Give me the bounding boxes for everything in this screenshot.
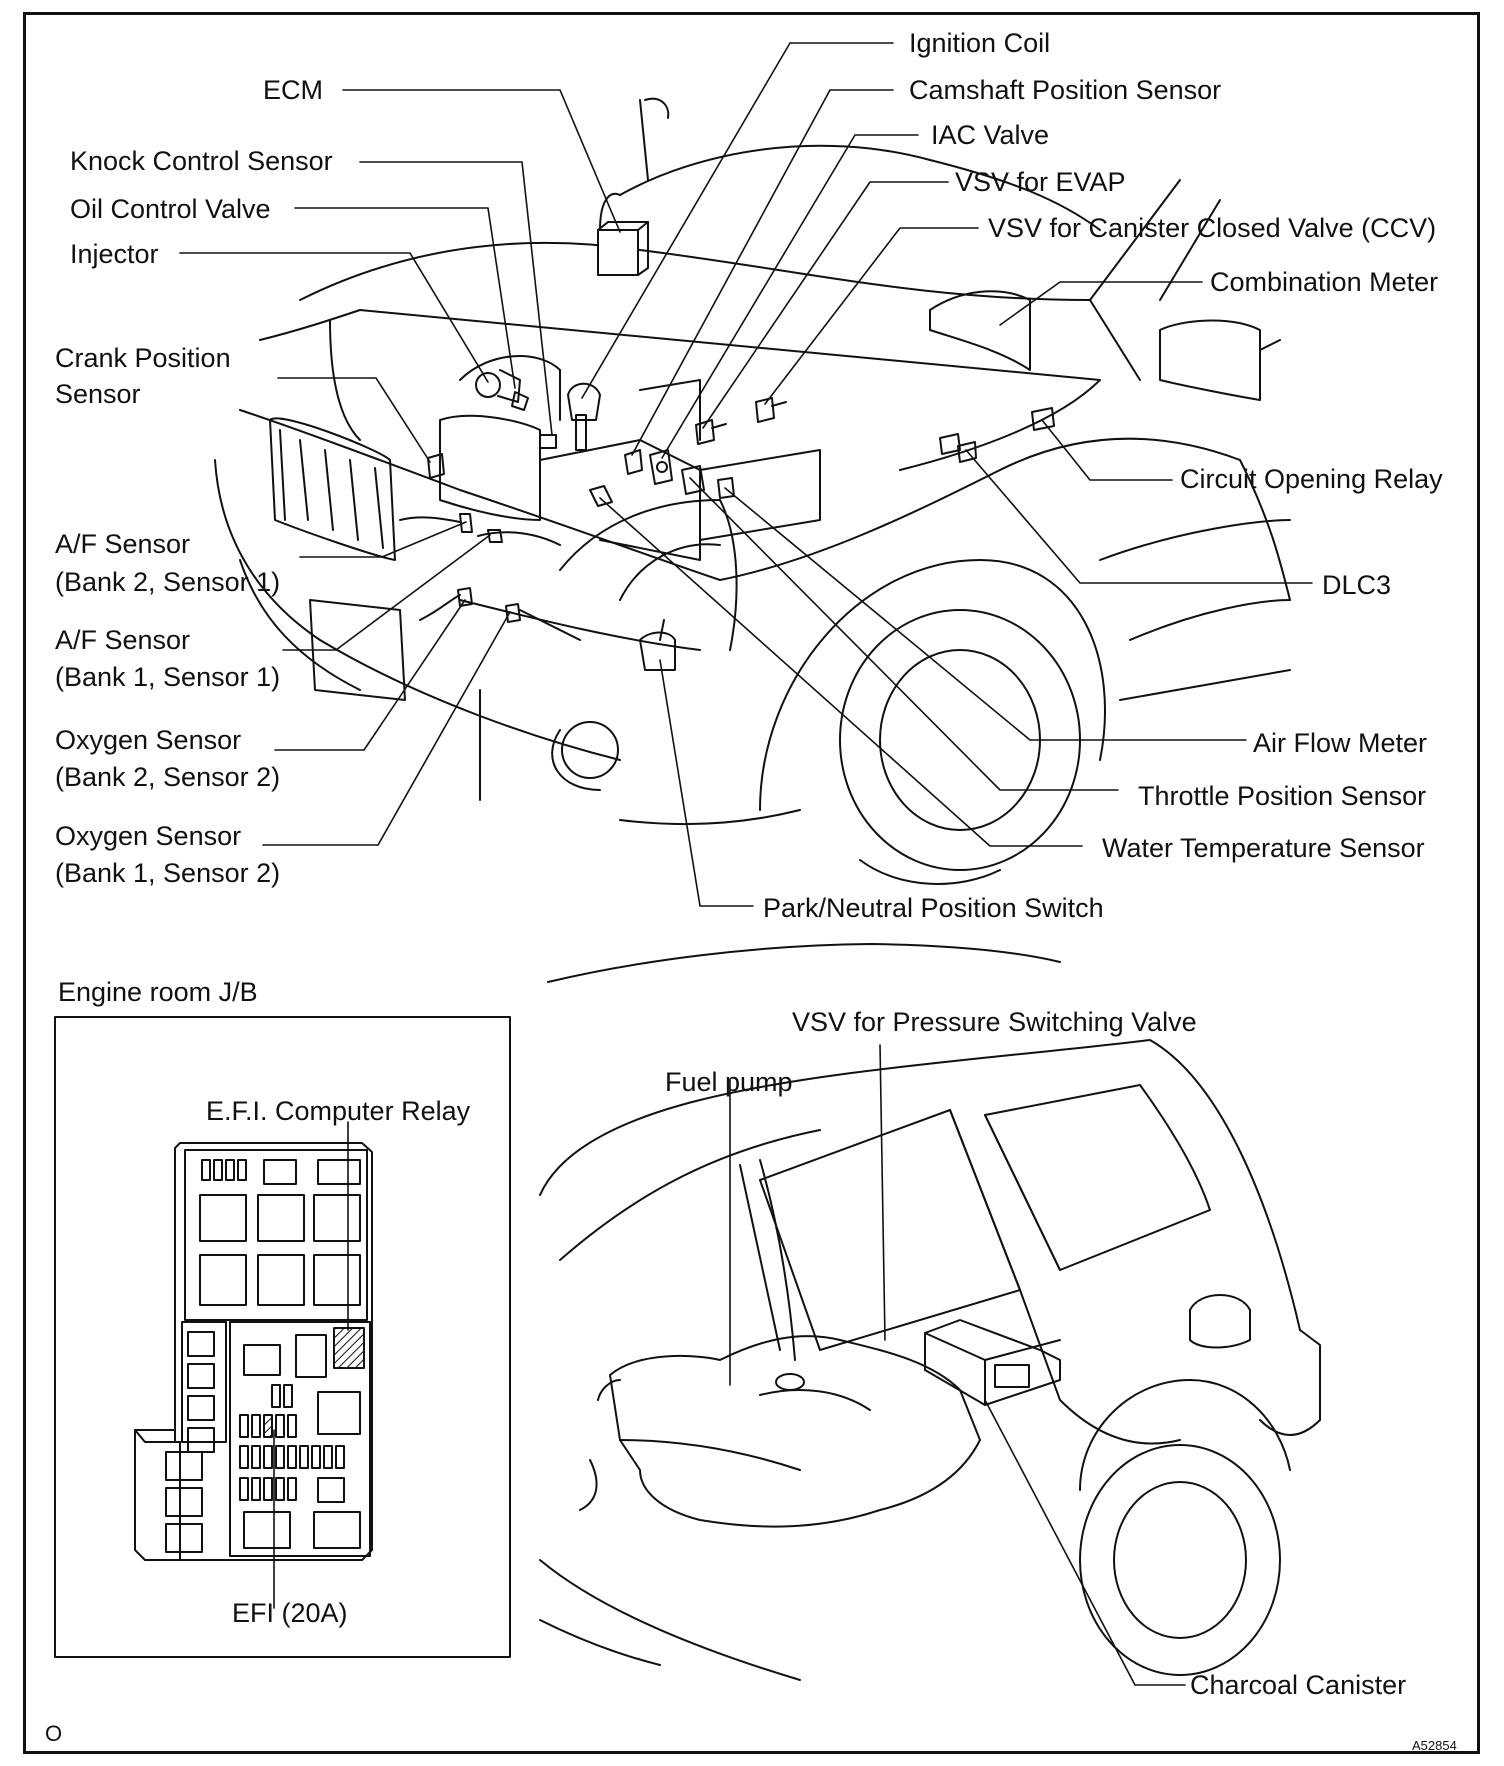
label-camshaft-position-sensor: Camshaft Position Sensor bbox=[909, 75, 1222, 105]
label-throttle-position-sensor: Throttle Position Sensor bbox=[1138, 781, 1427, 811]
front-vehicle-drawing bbox=[214, 97, 1291, 885]
label-knock-control-sensor: Knock Control Sensor bbox=[70, 146, 333, 176]
label-ignition-coil: Ignition Coil bbox=[909, 28, 1051, 58]
label-af-sensor-b2s1-line2: (Bank 2, Sensor 1) bbox=[55, 567, 281, 597]
label-park-neutral-position-switch: Park/Neutral Position Switch bbox=[763, 893, 1104, 923]
label-oxygen-sensor-b1s2-line2: (Bank 1, Sensor 2) bbox=[55, 858, 281, 888]
label-oxygen-sensor-b2s2-line2: (Bank 2, Sensor 2) bbox=[55, 762, 281, 792]
label-efi-computer-relay: E.F.I. Computer Relay bbox=[206, 1096, 471, 1126]
label-iac-valve: IAC Valve bbox=[931, 120, 1050, 150]
label-charcoal-canister: Charcoal Canister bbox=[1190, 1670, 1407, 1700]
label-af-sensor-b1s1: A/F Sensor bbox=[55, 625, 191, 655]
label-af-sensor-b1s1-line2: (Bank 1, Sensor 1) bbox=[55, 662, 281, 692]
label-oxygen-sensor-b2s2: Oxygen Sensor bbox=[55, 725, 242, 755]
label-injector: Injector bbox=[70, 239, 159, 269]
label-crank-position-sensor: Crank Position bbox=[55, 343, 231, 373]
rear-vehicle-drawing bbox=[539, 943, 1321, 1686]
label-air-flow-meter: Air Flow Meter bbox=[1253, 728, 1428, 758]
label-vsv-pressure-switching-valve: VSV for Pressure Switching Valve bbox=[792, 1007, 1197, 1037]
label-af-sensor-b2s1: A/F Sensor bbox=[55, 529, 191, 559]
label-efi-fuse: EFI (20A) bbox=[232, 1598, 348, 1628]
label-water-temperature-sensor: Water Temperature Sensor bbox=[1102, 833, 1425, 863]
corner-mark: O bbox=[45, 1721, 63, 1746]
label-oil-control-valve: Oil Control Valve bbox=[70, 194, 271, 224]
figure-code: A52854 bbox=[1412, 1738, 1457, 1753]
top-leader-lines bbox=[179, 42, 1313, 907]
label-ecm: ECM bbox=[263, 75, 323, 105]
label-combination-meter: Combination Meter bbox=[1210, 267, 1439, 297]
label-crank-position-sensor-line2: Sensor bbox=[55, 379, 141, 409]
label-vsv-for-ccv: VSV for Canister Closed Valve (CCV) bbox=[988, 213, 1437, 243]
label-dlc3: DLC3 bbox=[1322, 570, 1392, 600]
label-fuel-pump: Fuel pump bbox=[665, 1067, 793, 1097]
junction-block-title: Engine room J/B bbox=[58, 977, 258, 1007]
label-vsv-for-evap: VSV for EVAP bbox=[955, 167, 1126, 197]
junction-block-panel bbox=[54, 1016, 511, 1658]
figure-frame bbox=[23, 12, 1480, 1754]
label-circuit-opening-relay: Circuit Opening Relay bbox=[1180, 464, 1443, 494]
label-oxygen-sensor-b1s2: Oxygen Sensor bbox=[55, 821, 242, 851]
